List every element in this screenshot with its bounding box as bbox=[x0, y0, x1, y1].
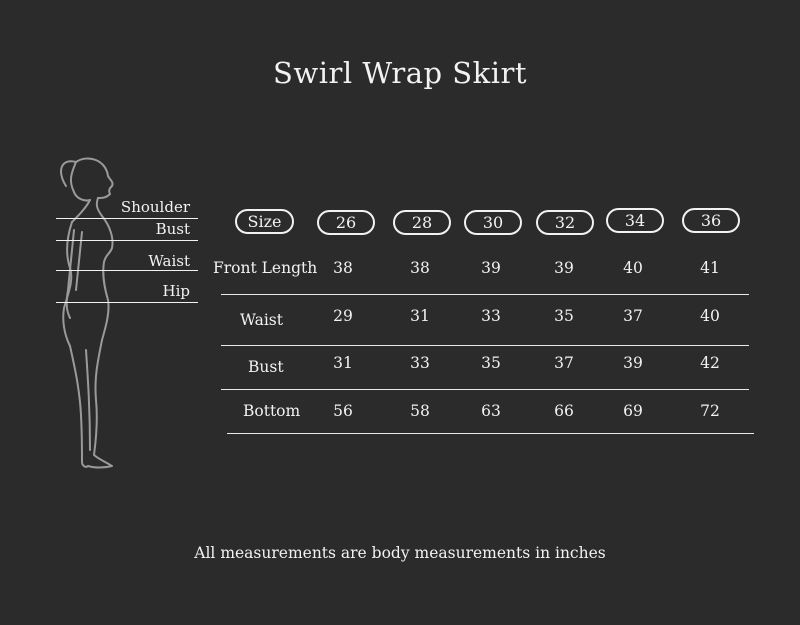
row-divider bbox=[227, 433, 754, 434]
size-pill: 30 bbox=[464, 210, 522, 235]
table-cell: 38 bbox=[333, 259, 353, 277]
table-cell: 37 bbox=[554, 354, 574, 372]
row-label-bottom: Bottom bbox=[243, 402, 301, 420]
measurement-note: All measurements are body measurements i… bbox=[194, 544, 606, 562]
table-cell: 33 bbox=[410, 354, 430, 372]
waist-label: Waist bbox=[148, 252, 190, 270]
page-title: Swirl Wrap Skirt bbox=[273, 56, 527, 90]
table-cell: 39 bbox=[554, 259, 574, 277]
size-pill: 34 bbox=[606, 208, 664, 233]
table-cell: 63 bbox=[481, 402, 501, 420]
row-divider bbox=[221, 389, 749, 390]
row-divider bbox=[221, 345, 749, 346]
size-header: Size bbox=[235, 209, 294, 234]
row-divider bbox=[221, 294, 749, 295]
table-cell: 31 bbox=[410, 307, 430, 325]
hip-label: Hip bbox=[162, 282, 190, 300]
row-label-bust: Bust bbox=[248, 358, 284, 376]
size-pill: 26 bbox=[317, 210, 375, 235]
size-pill: 32 bbox=[536, 210, 594, 235]
size-pill: 36 bbox=[682, 208, 740, 233]
row-label-waist: Waist bbox=[240, 311, 283, 329]
table-cell: 41 bbox=[700, 259, 720, 277]
table-cell: 39 bbox=[623, 354, 643, 372]
bust-line bbox=[56, 240, 198, 241]
bust-label: Bust bbox=[155, 220, 190, 238]
size-pill: 28 bbox=[393, 210, 451, 235]
row-label-front-length: Front Length bbox=[213, 259, 318, 277]
table-cell: 38 bbox=[410, 259, 430, 277]
table-cell: 69 bbox=[623, 402, 643, 420]
table-cell: 40 bbox=[700, 307, 720, 325]
body-silhouette-icon bbox=[60, 157, 114, 469]
table-cell: 33 bbox=[481, 307, 501, 325]
table-cell: 37 bbox=[623, 307, 643, 325]
shoulder-label: Shoulder bbox=[120, 198, 190, 216]
table-cell: 35 bbox=[481, 354, 501, 372]
waist-line bbox=[56, 270, 198, 271]
table-cell: 29 bbox=[333, 307, 353, 325]
table-cell: 39 bbox=[481, 259, 501, 277]
table-cell: 56 bbox=[333, 402, 353, 420]
table-cell: 35 bbox=[554, 307, 574, 325]
table-cell: 40 bbox=[623, 259, 643, 277]
shoulder-line bbox=[56, 218, 198, 219]
table-cell: 72 bbox=[700, 402, 720, 420]
hip-line bbox=[56, 302, 198, 303]
table-cell: 66 bbox=[554, 402, 574, 420]
table-cell: 31 bbox=[333, 354, 353, 372]
table-cell: 42 bbox=[700, 354, 720, 372]
table-cell: 58 bbox=[410, 402, 430, 420]
